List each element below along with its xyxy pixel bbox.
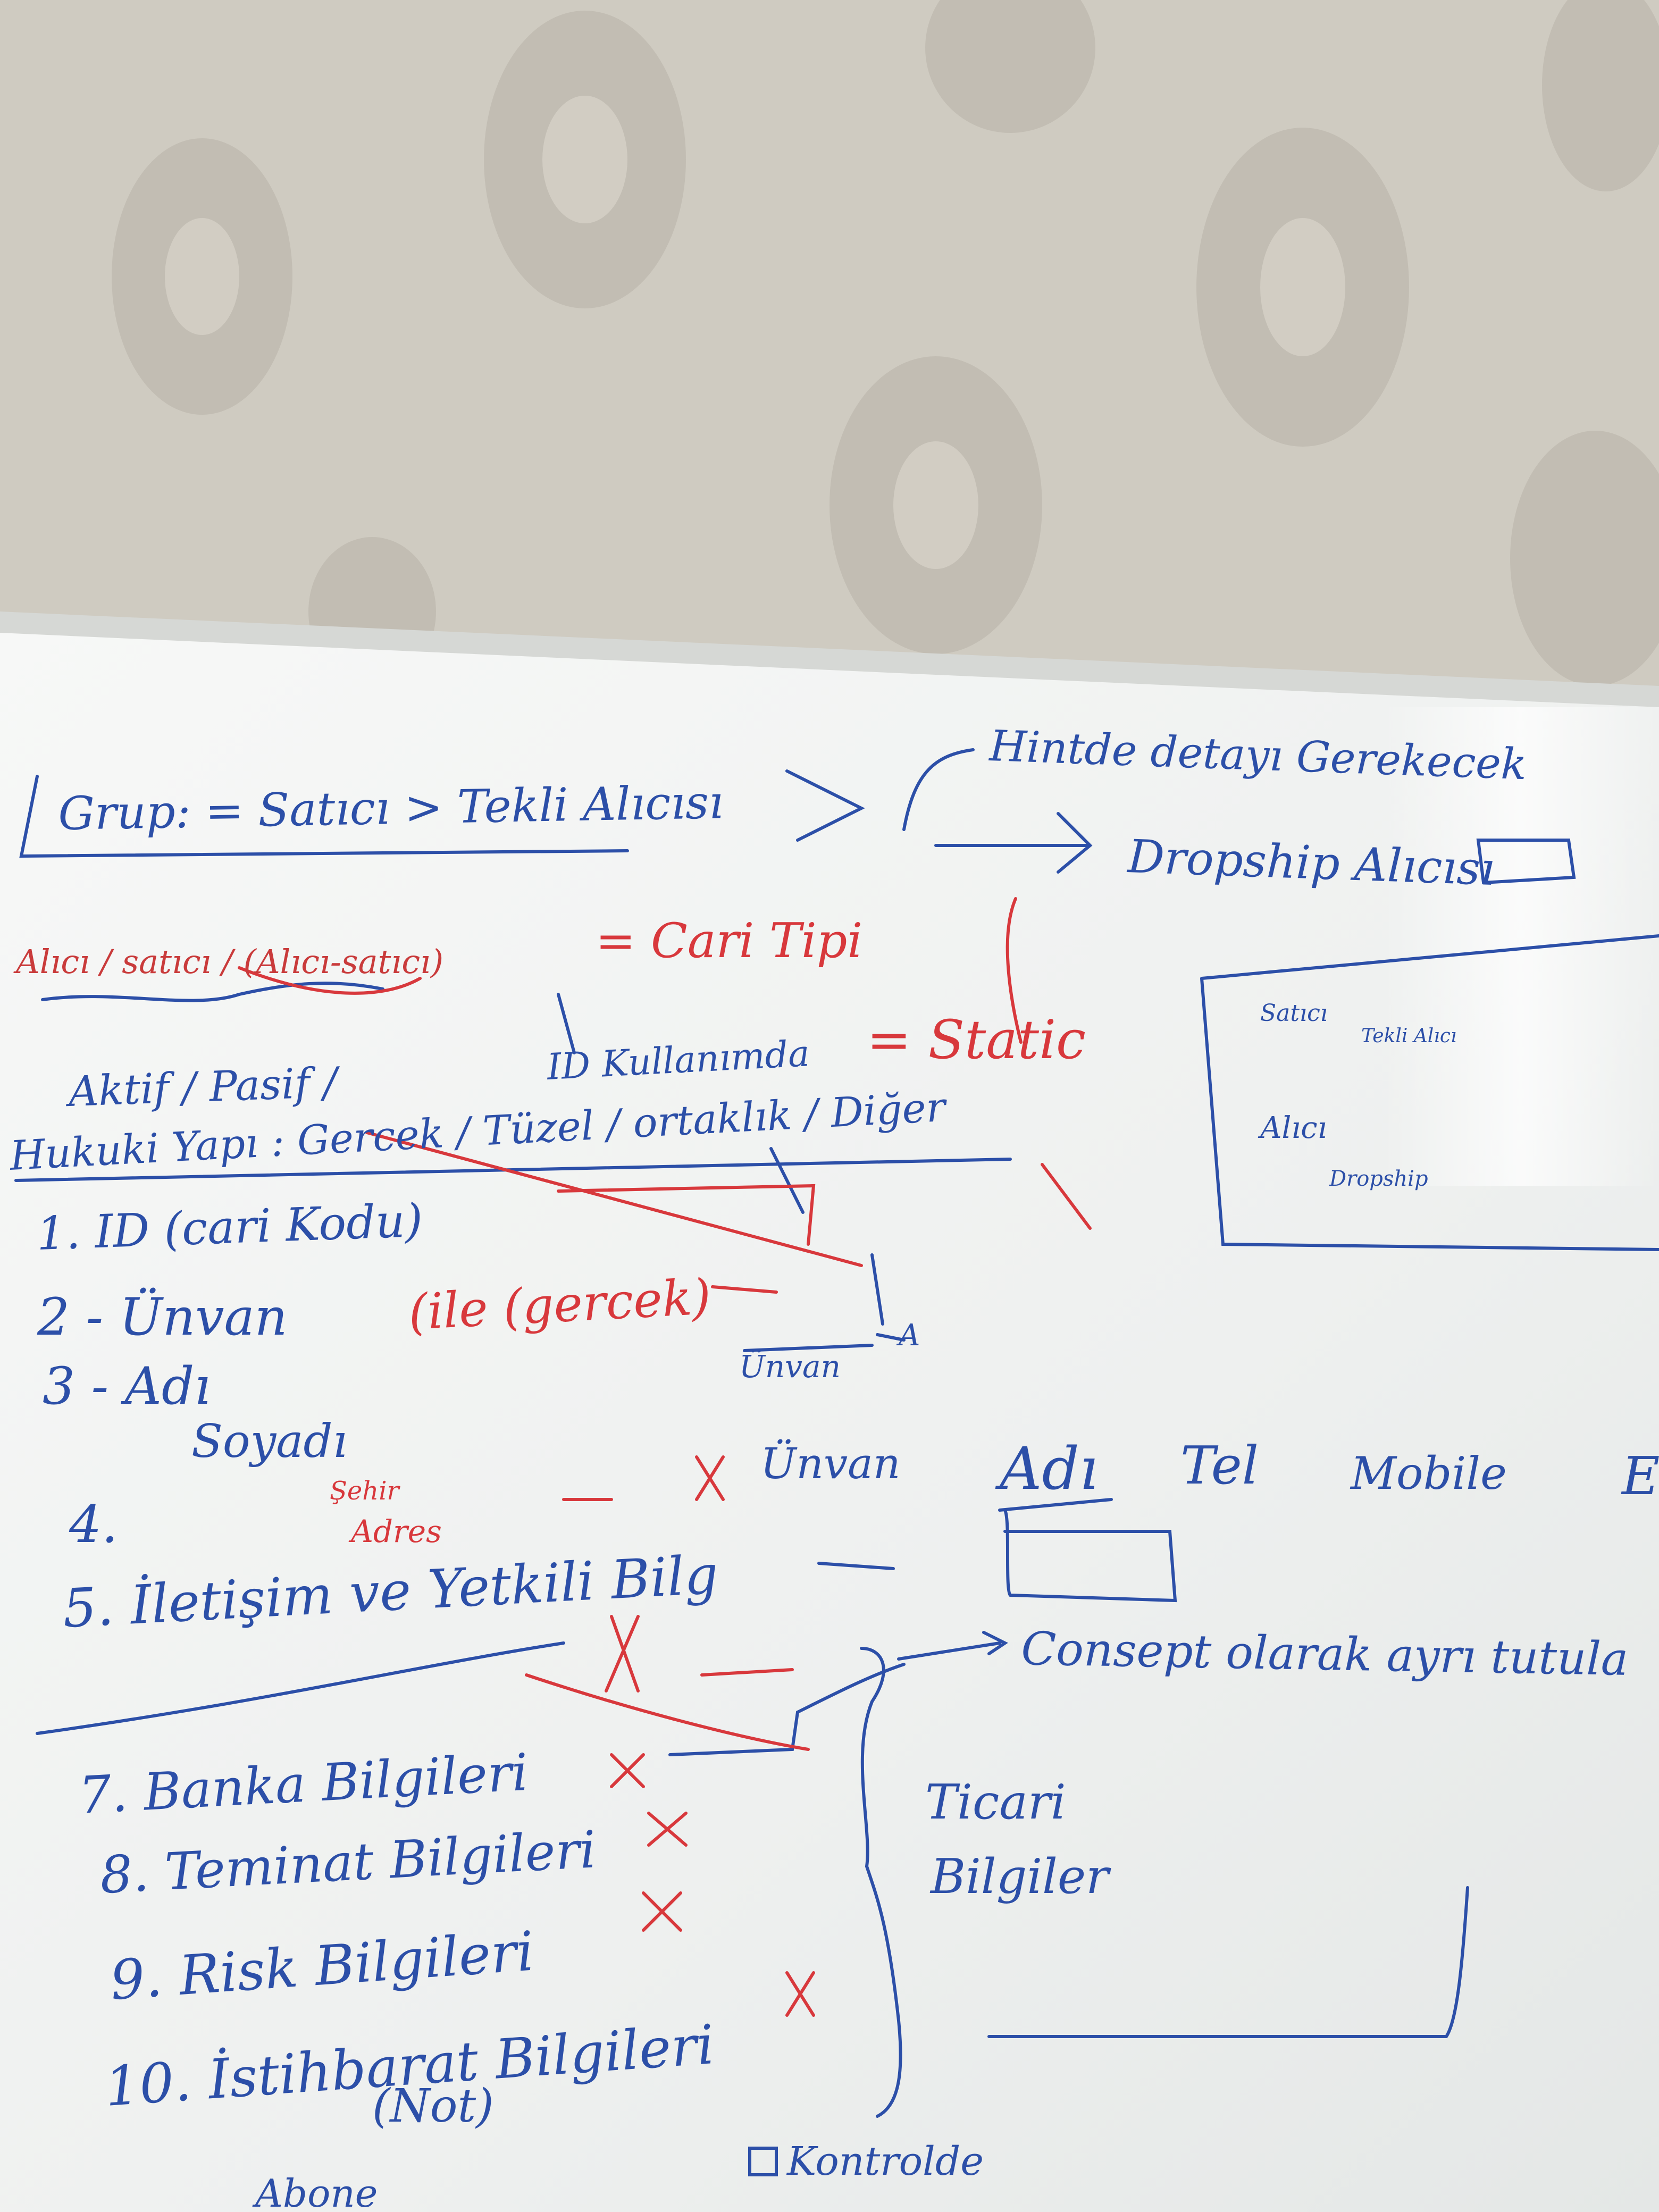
list-item-4: 4.: [69, 1495, 118, 1554]
bilgiler-label: Bilgiler: [929, 1849, 1111, 1905]
list-item-2: 2 - Ünvan: [37, 1287, 288, 1347]
list-item-3: 3 - Adı: [43, 1356, 211, 1416]
list-item-11: Abone: [252, 2171, 378, 2212]
column-e: E: [1621, 1446, 1659, 1507]
window-glare: [1382, 707, 1659, 1186]
column-a: A: [896, 1318, 920, 1353]
list-item-4-note-city: Şehir: [330, 1476, 401, 1506]
concept-note: Consept olarak ayrı tutula: [1021, 1622, 1629, 1686]
column-unvan: Ünvan: [760, 1438, 900, 1488]
kontrol-note: Kontrolde: [786, 2139, 984, 2184]
column-mobile: Mobile: [1350, 1447, 1507, 1499]
column-unvan-small: Ünvan: [739, 1348, 841, 1385]
whiteboard-surface: [0, 633, 1659, 2212]
list-item-3-sub: Soyadı: [191, 1415, 347, 1468]
side-box-dropship: Dropship: [1329, 1167, 1428, 1191]
list-item-4-note-address: Adres: [348, 1513, 442, 1549]
status-label: Aktif / Pasif /: [65, 1059, 342, 1116]
static-label: = Static: [867, 1009, 1086, 1071]
side-box-seller: Satıcı: [1260, 1000, 1328, 1027]
cari-type-label: = Cari Tipi: [596, 913, 862, 969]
ticari-label: Ticari: [925, 1774, 1066, 1830]
group-line: Grup: = Satıcı > Tekli Alıcısı: [58, 776, 724, 841]
wallpaper-damask-pattern: [112, 0, 1659, 686]
column-tel: Tel: [1180, 1436, 1259, 1496]
list-item-10-sub: (Not): [372, 2080, 494, 2133]
side-box-buyer: Alıcı: [1258, 1111, 1327, 1145]
dropship-buyer-label: Dropship Alıcısı: [1126, 830, 1496, 896]
column-adi: Adı: [995, 1435, 1098, 1503]
buyer-seller-label: Alıcı / satıcı / (Alıcı-satıcı): [13, 942, 443, 981]
side-box-single-buyer: Tekli Alıcı: [1361, 1025, 1457, 1047]
